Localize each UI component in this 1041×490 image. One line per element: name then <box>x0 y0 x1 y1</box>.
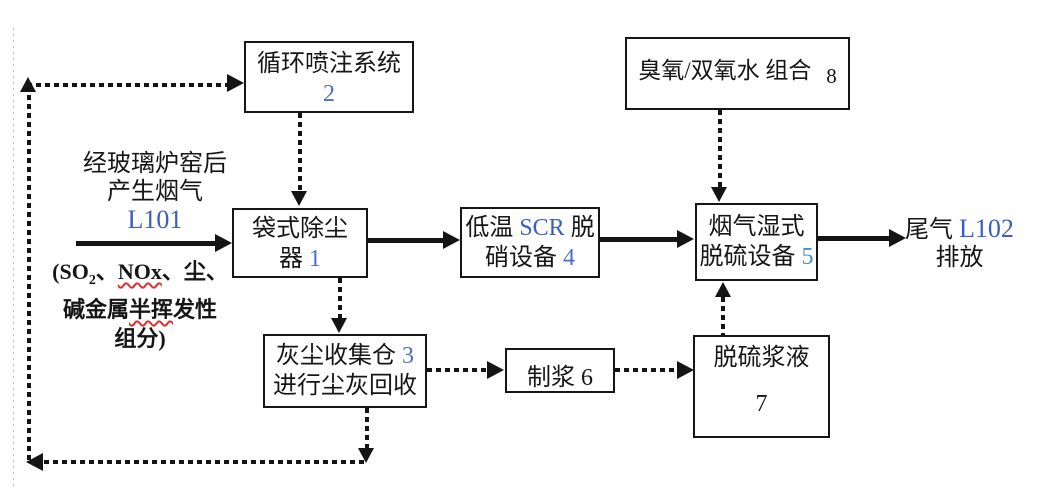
comp-dust: 、尘、 <box>161 259 228 284</box>
box-label-line1-post: 脱 <box>564 215 595 241</box>
bagfilter-to-scr-line <box>368 238 444 243</box>
scr-to-wetfgd-arrowhead <box>677 230 694 248</box>
box-label: 循环喷注系统 <box>257 51 401 77</box>
inlet-flow-line <box>76 241 216 246</box>
scan-edge-line <box>13 28 14 488</box>
wetfgd-to-outlet-line <box>818 236 890 241</box>
comp-line3: 组分) <box>114 326 166 351</box>
recycle-loop-bottom-line <box>44 460 365 464</box>
dust-bin-down-line <box>365 408 369 450</box>
pulping-to-slurry-arrowhead <box>677 361 694 379</box>
scr-latin-label: SCR <box>519 215 565 241</box>
box-circulation-injection-system: 循环喷注系统 2 <box>244 41 414 113</box>
box-label-line1: 灰尘收集仓 <box>276 343 402 369</box>
box-number: 2 <box>323 81 335 107</box>
outlet-zh: 尾气 <box>905 217 960 243</box>
comp-so: (SO <box>52 259 89 284</box>
recycle-loop-left-arrowhead <box>26 453 43 471</box>
box-low-temp-scr-denox: 低温 SCR 脱 硝设备 4 <box>460 207 600 278</box>
outlet-gas-label: 尾气 L102 排放 <box>902 215 1017 272</box>
box-number: 8 <box>826 64 837 88</box>
ozone-to-wetfgd-arrowhead <box>711 187 727 202</box>
comp-nox: NOx <box>117 259 162 284</box>
dustbin-to-pulping-arrowhead <box>487 361 504 379</box>
box-label-line1-pre: 低温 <box>465 215 520 241</box>
box-label-line2: 硝设备 <box>485 245 563 271</box>
recycle-loop-top-line <box>27 83 227 87</box>
comp-so-subscript: 2 <box>88 273 96 288</box>
comp-alkali-post: 发性 <box>173 297 218 322</box>
injection-to-bagfilter-line <box>298 113 302 191</box>
inlet-gas-label: 经玻璃炉窑后 产生烟气 L101 <box>72 150 238 234</box>
dustbin-to-pulping-line <box>427 368 487 372</box>
slurry-to-wetfgd-line <box>721 297 725 335</box>
bagfilter-to-dustbin-line <box>338 278 342 318</box>
box-number: 3 <box>402 343 414 369</box>
box-dust-collection-bin: 灰尘收集仓 3 进行尘灰回收 <box>263 334 427 408</box>
box-bag-dust-collector: 袋式除尘 器 1 <box>232 208 368 278</box>
box-number: 6 <box>581 365 593 391</box>
pulping-to-slurry-line <box>615 368 677 372</box>
box-label-line2: 进行尘灰回收 <box>273 373 417 399</box>
box-label: 制浆 <box>527 365 581 391</box>
box-label-line2: 器 <box>279 246 309 272</box>
box-label-line1: 烟气湿式 <box>708 214 805 240</box>
box-number: 7 <box>755 391 768 417</box>
bagfilter-to-scr-arrowhead <box>443 231 460 249</box>
dust-bin-down-arrowhead <box>358 448 374 463</box>
box-pulping: 制浆 6 <box>505 348 615 393</box>
comp-sep: 、 <box>95 259 118 284</box>
box-label-line1: 袋式除尘 <box>252 216 348 242</box>
bagfilter-to-dustbin-arrowhead <box>331 318 347 333</box>
box-wet-flue-gas-desulfurization: 烟气湿式 脱硫设备 5 <box>695 203 818 281</box>
box-ozone-peroxide-combination: 臭氧/双氧水 组合 8 <box>625 37 850 110</box>
ozone-to-wetfgd-line <box>718 110 722 187</box>
box-label-line2: 脱硫设备 <box>699 244 802 270</box>
scr-to-wetfgd-line <box>600 237 678 242</box>
comp-alkali-pre: 碱金属 <box>62 297 129 322</box>
slurry-to-wetfgd-arrowhead <box>715 282 731 297</box>
box-label: 臭氧/双氧水 组合 <box>638 58 812 83</box>
inlet-stream-code: L101 <box>127 205 183 234</box>
inlet-line2: 产生烟气 <box>107 179 203 205</box>
injection-to-bagfilter-arrowhead <box>291 191 307 206</box>
box-number: 5 <box>801 244 814 270</box>
outlet-line2: 排放 <box>935 245 984 271</box>
wetfgd-to-outlet-arrowhead <box>889 229 906 247</box>
comp-alkali-wavy: 半挥 <box>128 297 173 322</box>
recycle-loop-to-injection-arrowhead <box>227 74 244 92</box>
inlet-line1: 经玻璃炉窑后 <box>83 151 227 177</box>
box-label: 脱硫浆液 <box>713 345 810 371</box>
outlet-stream-code: L102 <box>959 214 1014 243</box>
box-desulfurization-slurry: 脱硫浆液 7 <box>693 335 830 438</box>
flue-gas-composition-note: (SO2、NOx、尘、 碱金属半挥发性 组分) <box>36 257 244 353</box>
box-number: 1 <box>309 246 321 272</box>
box-number: 4 <box>563 245 575 271</box>
inlet-flow-arrowhead <box>215 234 232 252</box>
recycle-loop-left-line <box>27 95 31 462</box>
